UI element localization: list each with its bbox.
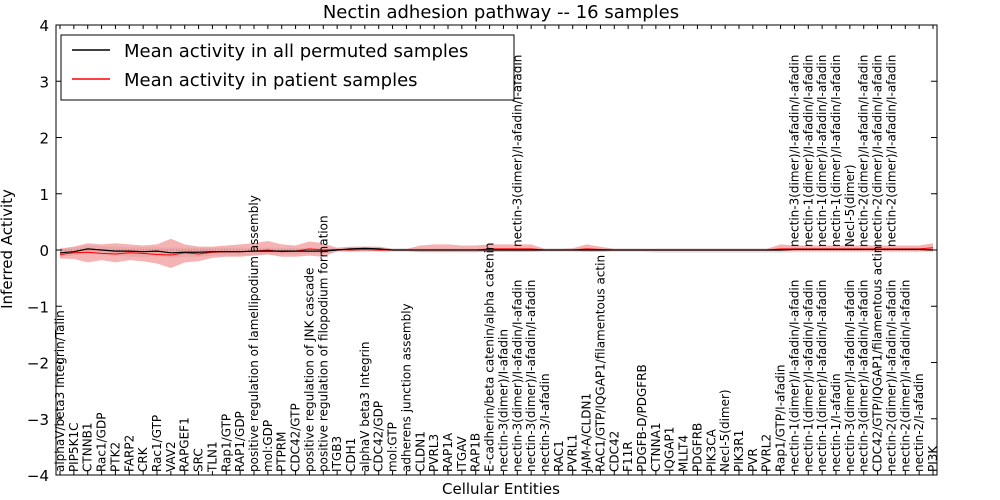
plot-area [56, 238, 937, 268]
category-label: JAM-A/CLDN1 [580, 393, 594, 473]
y-tick-label: −4 [27, 467, 49, 485]
category-label-upper: nectin-2(dimer)/I-afadin/I-afadin [857, 55, 871, 247]
category-label: nectin-2(dimer)/I-afadin/I-afadin [898, 280, 912, 472]
category-label: nectin-3(dimer)/I-afadin [496, 329, 510, 472]
legend-label-patient: Mean activity in patient samples [124, 70, 418, 91]
category-label-upper: Necl-5(dimer) [843, 164, 857, 247]
category-label: PDGFRB [690, 423, 704, 472]
category-label: VAV2 [164, 441, 178, 472]
category-label: PIK3R1 [732, 430, 746, 472]
y-axis: 4 3 2 1 0 −1 −2 −3 −4 [27, 17, 937, 485]
category-label: positive regulation of lamellipodium ass… [247, 195, 261, 472]
category-label: PIP5K1C [67, 423, 81, 473]
legend-label-permuted: Mean activity in all permuted samples [124, 41, 468, 62]
category-label-upper: nectin-1(dimer)/I-afadin/I-afadin [801, 55, 815, 247]
category-label: RAC1 [552, 440, 566, 472]
y-tick-label: 4 [39, 17, 49, 35]
category-label: adherens junction assembly [399, 303, 413, 472]
x-axis [59, 25, 934, 475]
category-label: nectin-2(dimer)/I-afadin/I-afadin [884, 280, 898, 472]
y-tick-label: 3 [39, 73, 49, 91]
category-label: RAP1B [469, 433, 483, 472]
category-label: nectin-3(dimer)/I-afadin/I-afadin [857, 280, 871, 472]
category-label: alphaV/beta3 Integrin/Talin [53, 310, 67, 472]
category-label: nectin-3/I-afadin [538, 373, 552, 472]
category-label: ITGB3 [330, 436, 344, 472]
category-label-upper: nectin-3(dimer)/I-afadin/I-afadin [787, 55, 801, 247]
category-label: nectin-2/I-afadin [912, 373, 926, 472]
category-label-upper: nectin-1(dimer)/I-afadin/I-afadin [815, 55, 829, 247]
category-label: PTPRM [275, 431, 289, 472]
category-label: PDGFB-D/PDGFRB [635, 364, 649, 472]
category-label-upper: nectin-1(dimer)/I-afadin/I-afadin [829, 55, 843, 247]
category-label: Rac1/GTP [150, 415, 164, 472]
category-label: CDH1 [344, 438, 358, 472]
category-label: Rap1/GTP [219, 414, 233, 472]
category-label: MLLT4 [677, 435, 691, 472]
category-label: PVR [746, 448, 760, 472]
category-label: positive regulation of JNK cascade [302, 268, 316, 472]
category-label: CTNNB1 [81, 422, 95, 472]
category-label: nectin-1/I-afadin [829, 373, 843, 472]
category-label: F11R [621, 441, 635, 472]
category-label: PTK2 [108, 442, 122, 472]
category-label: RAPGEF1 [178, 417, 192, 472]
category-label: CLDN1 [413, 431, 427, 472]
legend-box [60, 34, 515, 101]
category-label: nectin-3(dimer)/I-afadin/I-afadin [843, 280, 857, 472]
x-axis-label: Cellular Entities [442, 480, 560, 498]
y-tick-label: 0 [39, 242, 49, 260]
category-label: CDC42/GTP [289, 403, 303, 472]
series-line-permuted [59, 247, 934, 254]
band-patient [60, 238, 933, 268]
category-label: PVRL2 [760, 434, 774, 472]
category-label: nectin-3(dimer)/I-afadin/I-afadin [524, 280, 538, 472]
category-label: TLN1 [205, 441, 219, 473]
category-label: Necl-5(dimer) [718, 389, 732, 472]
y-tick-label: −2 [27, 355, 49, 373]
y-tick-label: 1 [39, 186, 49, 204]
category-label: mol:GDP [261, 420, 275, 472]
category-label-upper: nectin-3(dimer)/I-afadin/I-afadin [510, 55, 524, 247]
series-line-patient [59, 247, 934, 256]
category-label: RAP1A [441, 432, 455, 472]
category-label: PVRL3 [427, 434, 441, 472]
category-label: CDC42/GDP [372, 401, 386, 472]
category-label: Rap1/GTP/I-afadin [774, 364, 788, 472]
category-label: RAC1/GTP/IQGAP1/filamentous actin [593, 255, 607, 472]
category-label: CRK [136, 446, 150, 472]
y-tick-label: −1 [27, 298, 49, 316]
category-label: SRC [192, 448, 206, 472]
category-label: nectin-1(dimer)/I-afadin/I-afadin [787, 280, 801, 472]
category-label: FARP2 [122, 435, 136, 472]
category-label-upper: nectin-2(dimer)/I-afadin/I-afadin [871, 55, 885, 247]
y-tick-label: −3 [27, 411, 49, 429]
category-label: nectin-1(dimer)/I-afadin/I-afadin [801, 280, 815, 472]
y-tick-label: 2 [39, 130, 49, 148]
category-label: mol:GTP [386, 422, 400, 472]
category-label: IQGAP1 [663, 427, 677, 472]
category-label: CDC42 [607, 431, 621, 472]
category-label: Rac1/GDP [95, 413, 109, 472]
chart-title: Nectin adhesion pathway -- 16 samples [323, 2, 679, 23]
category-label: nectin-3(dimer)/I-afadin/I-afadin [510, 280, 524, 472]
category-label: PVRL1 [566, 434, 580, 472]
category-label: PIK3CA [704, 428, 718, 472]
category-label: PI3K [926, 445, 940, 472]
category-label: E-cadherin/beta catenin/alpha catenin [483, 242, 497, 472]
category-label: RAP1/GDP [233, 411, 247, 472]
category-label: alphaV beta3 Integrin [358, 342, 372, 473]
category-label: CDC42/GTP/IQGAP1/filamentous actin [871, 246, 885, 472]
legend: Mean activity in all permuted samples Me… [60, 34, 515, 101]
category-label: nectin-1(dimer)/I-afadin/I-afadin [815, 280, 829, 472]
category-label-upper: nectin-2(dimer)/I-afadin/I-afadin [884, 55, 898, 247]
y-axis-label: Inferred Activity [0, 189, 16, 309]
category-label: CTNNA1 [649, 423, 663, 473]
category-label: ITGAV [455, 435, 469, 472]
category-label: positive regulation of filopodium format… [316, 215, 330, 472]
